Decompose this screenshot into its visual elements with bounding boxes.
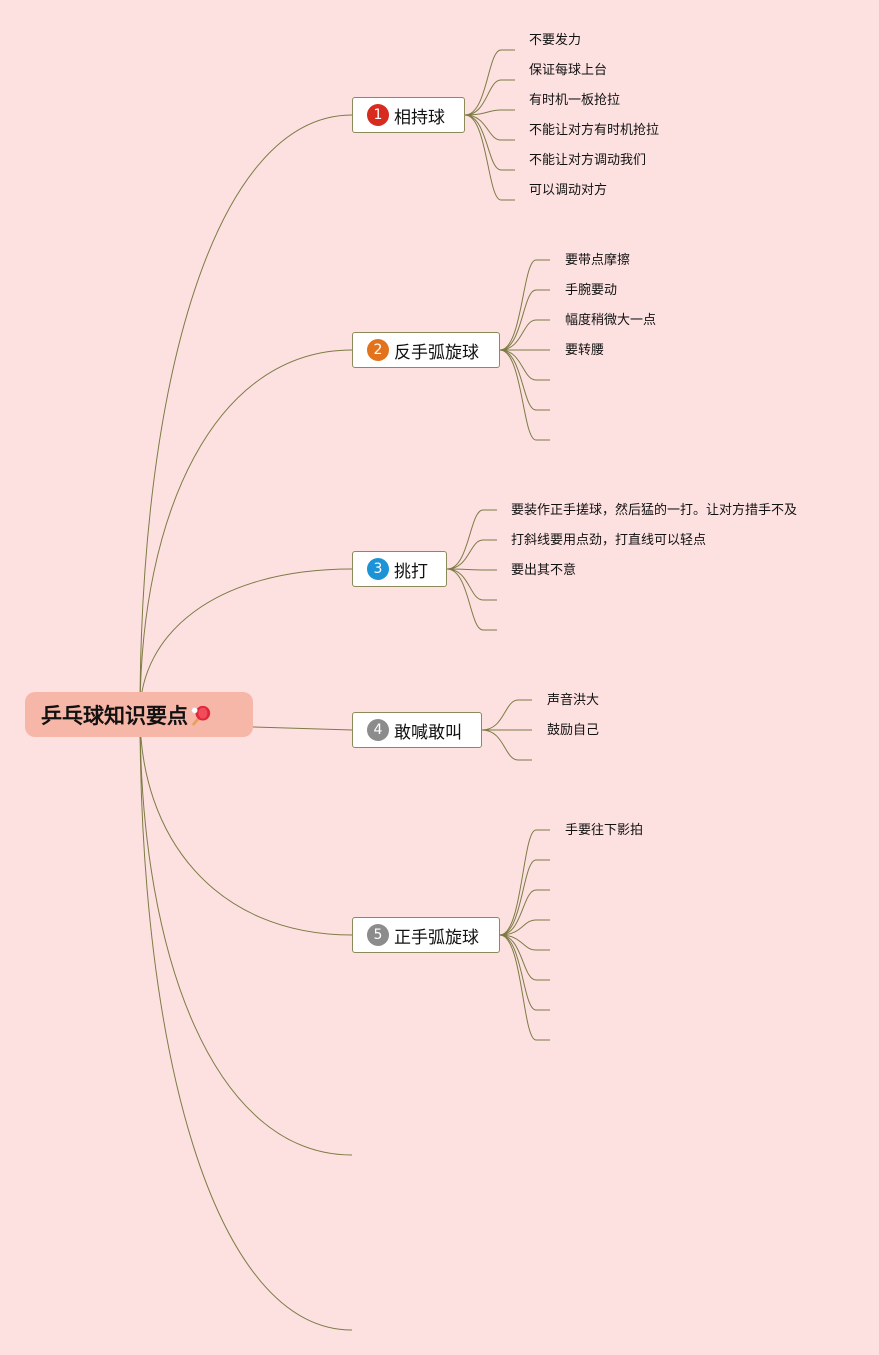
branch-2-leaf-connector — [499, 349, 550, 441]
root-title: 乒乓球知识要点 — [41, 703, 188, 728]
root-connector-line — [139, 568, 353, 715]
branch-1-item[interactable]: 不能让对方调动我们 — [529, 153, 647, 168]
branch-2-item[interactable]: 手腕要动 — [565, 283, 618, 298]
branch-3-topic[interactable]: 3 挑打 — [352, 551, 447, 587]
branch-3-item[interactable]: 要装作正手搓球，然后猛的一打。让对方措手不及 — [511, 503, 798, 518]
branch-3-leaf-connector — [446, 509, 497, 570]
branch-2-leaf-connector — [499, 349, 550, 411]
root-connector-line — [139, 349, 353, 715]
branch-1-leaf-connector — [464, 114, 515, 141]
root-connector-line — [139, 713, 353, 1156]
branch-5-leaf-connector — [499, 934, 550, 951]
branch-5-leaf-connector — [499, 919, 550, 936]
branch-4-topic[interactable]: 4 敢喊敢叫 — [352, 712, 482, 748]
branch-2-topic[interactable]: 2 反手弧旋球 — [352, 332, 500, 368]
branch-2-item[interactable]: 幅度稍微大一点 — [565, 313, 657, 328]
branch-3-leaf-connector — [446, 568, 497, 601]
branch-3-leaf-connector — [446, 539, 497, 570]
root-connector-line — [139, 114, 353, 715]
branch-4-label: 敢喊敢叫 — [394, 722, 462, 743]
branch-1-topic[interactable]: 1 相持球 — [352, 97, 465, 133]
branch-2-label: 反手弧旋球 — [394, 342, 479, 363]
root-connector-line — [139, 713, 353, 1331]
branch-1-leaf-connector — [464, 79, 515, 116]
branch-1-leaf-connector — [464, 49, 515, 116]
branch-2-leaf-connector — [499, 289, 550, 351]
branch-1-leaf-connector — [464, 114, 515, 171]
branch-1-item[interactable]: 有时机一板抢拉 — [529, 93, 621, 108]
branch-5-leaf-connector — [499, 829, 550, 936]
branch-2-item[interactable]: 要转腰 — [565, 343, 605, 358]
branch-5-topic[interactable]: 5 正手弧旋球 — [352, 917, 500, 953]
root-connector-line — [252, 726, 353, 731]
branch-4-item[interactable]: 声音洪大 — [547, 693, 600, 708]
number-1-badge-icon: 1 — [367, 104, 389, 126]
number-5-badge-icon: 5 — [367, 924, 389, 946]
branch-3-label: 挑打 — [394, 561, 428, 582]
branch-5-label: 正手弧旋球 — [394, 927, 479, 948]
ping-pong-icon — [191, 705, 211, 726]
branch-3-leaf-connector — [446, 568, 497, 631]
root-connector-line — [139, 713, 353, 936]
root-topic[interactable]: 乒乓球知识要点 — [25, 692, 253, 737]
branch-5-leaf-connector — [499, 934, 550, 1011]
branch-4-leaf-connector — [481, 729, 532, 761]
branch-3-item[interactable]: 要出其不意 — [511, 563, 577, 578]
branch-2-item[interactable]: 要带点摩擦 — [565, 253, 631, 268]
number-4-badge-icon: 4 — [367, 719, 389, 741]
branch-3-item[interactable]: 打斜线要用点劲，打直线可以轻点 — [511, 533, 707, 548]
branch-5-leaf-connector — [499, 859, 550, 936]
branch-1-item[interactable]: 保证每球上台 — [529, 63, 608, 78]
branch-2-leaf-connector — [499, 259, 550, 351]
branch-1-item[interactable]: 可以调动对方 — [529, 183, 608, 198]
branch-5-leaf-connector — [499, 934, 550, 981]
branch-2-leaf-connector — [499, 319, 550, 351]
branch-3-leaf-connector — [446, 568, 497, 571]
branch-1-item[interactable]: 不能让对方有时机抢拉 — [529, 123, 660, 138]
branch-1-label: 相持球 — [394, 107, 445, 128]
branch-5-item[interactable]: 手要往下影拍 — [565, 823, 644, 838]
branch-5-leaf-connector — [499, 934, 550, 1041]
branch-2-leaf-connector — [499, 349, 550, 381]
branch-5-leaf-connector — [499, 889, 550, 936]
branch-1-leaf-connector — [464, 109, 515, 116]
branch-1-item[interactable]: 不要发力 — [529, 33, 582, 48]
branch-4-leaf-connector — [481, 699, 532, 731]
branch-1-leaf-connector — [464, 114, 515, 201]
branch-4-item[interactable]: 鼓励自己 — [547, 723, 600, 738]
number-2-badge-icon: 2 — [367, 339, 389, 361]
number-3-badge-icon: 3 — [367, 558, 389, 580]
